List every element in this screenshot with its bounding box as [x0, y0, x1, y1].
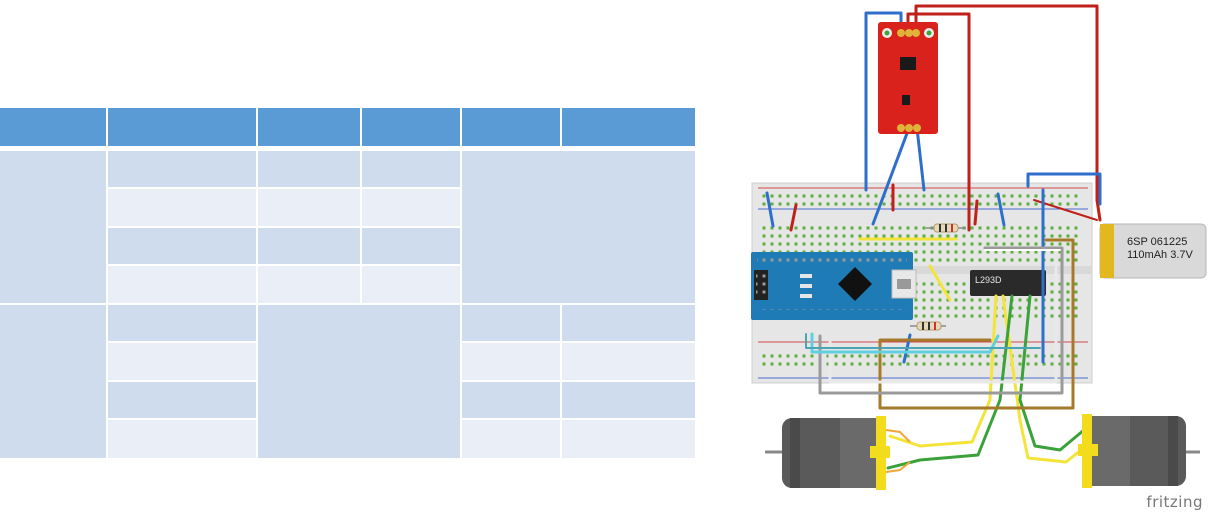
- table-cell: [258, 189, 362, 228]
- wire-blue: [915, 126, 926, 192]
- table-cell: [362, 228, 462, 266]
- table-header-divider: [0, 148, 697, 151]
- circuit-diagram: L293D: [751, 4, 1207, 490]
- dc-motor-left: [765, 416, 911, 490]
- dc-motor-right: [1078, 414, 1200, 488]
- sensor-module: [878, 22, 938, 134]
- arduino-nano-board: [751, 252, 917, 320]
- wire-cyan: [805, 333, 1041, 349]
- table-cell: [362, 266, 462, 305]
- table-cell: [362, 189, 462, 228]
- rail-holes: [762, 190, 1082, 198]
- microcontroller-chip: [838, 267, 872, 301]
- table-cell: [362, 151, 462, 189]
- rail-holes: [762, 362, 1082, 370]
- resistor: [926, 223, 966, 233]
- table-header-cell: [362, 108, 462, 148]
- wire-red: [914, 4, 1102, 222]
- wire-blue: [765, 191, 775, 228]
- empty-table: [0, 108, 697, 460]
- rail-holes: [762, 352, 1082, 360]
- table-cell: [258, 151, 362, 189]
- table-cell: [108, 382, 258, 420]
- fritzing-logo-text: fritzing: [1146, 493, 1203, 511]
- wire-white: [828, 260, 1058, 384]
- table-cell: [108, 420, 258, 460]
- wire-red: [789, 203, 798, 232]
- table-cell: [462, 382, 562, 420]
- table-header-cell: [562, 108, 697, 148]
- table-group-cell: [0, 151, 108, 305]
- wire-blue: [1026, 172, 1102, 206]
- table-cell: [108, 228, 258, 266]
- table-cell: [562, 343, 697, 382]
- table-merged-cell: [258, 305, 462, 460]
- breadboard-channel: [752, 266, 1092, 274]
- table-merged-cell: [462, 151, 697, 305]
- table-cell: [258, 228, 362, 266]
- sensor-chip: [900, 57, 916, 70]
- battery-label-line2: 110mAh 3.7V: [1127, 249, 1193, 261]
- battery-label-line1: 6SP 061225: [1127, 236, 1188, 248]
- table-header-cell: [462, 108, 562, 148]
- resistor: [910, 321, 946, 331]
- table-cell: [562, 305, 697, 343]
- wire-brown: [878, 238, 1075, 410]
- wire-cyan: [810, 332, 1000, 354]
- table-cell: [462, 420, 562, 460]
- wire-gray: [818, 246, 1064, 395]
- wire-green: [1018, 294, 1086, 452]
- wire-blue: [871, 126, 911, 226]
- table-cell: [108, 305, 258, 343]
- table-cell: [108, 343, 258, 382]
- table-cell: [462, 343, 562, 382]
- table-cell: [258, 266, 362, 305]
- table-cell: [108, 151, 258, 189]
- wire-blue: [996, 192, 1006, 227]
- table-header-cell: [258, 108, 362, 148]
- rail-holes: [762, 198, 1082, 206]
- table-cell: [108, 189, 258, 228]
- lipo-battery: [1099, 223, 1207, 279]
- l293d-chip: L293D: [970, 270, 1046, 296]
- table-header-cell: [108, 108, 258, 148]
- wire-yellow: [888, 294, 998, 448]
- wire-yellow: [928, 264, 952, 302]
- table-cell: [108, 266, 258, 305]
- wire-yellow: [1001, 294, 1088, 464]
- table-cell: [462, 305, 562, 343]
- wire-red: [973, 199, 979, 226]
- battery-label: 6SP 061225 110mAh 3.7V: [1127, 236, 1193, 262]
- table-cell: [562, 420, 697, 460]
- wire-blue: [864, 11, 903, 192]
- chip-label: L293D: [975, 275, 1002, 285]
- table-header-cell: [0, 108, 108, 148]
- table-cell: [562, 382, 697, 420]
- table-group-cell: [0, 305, 108, 460]
